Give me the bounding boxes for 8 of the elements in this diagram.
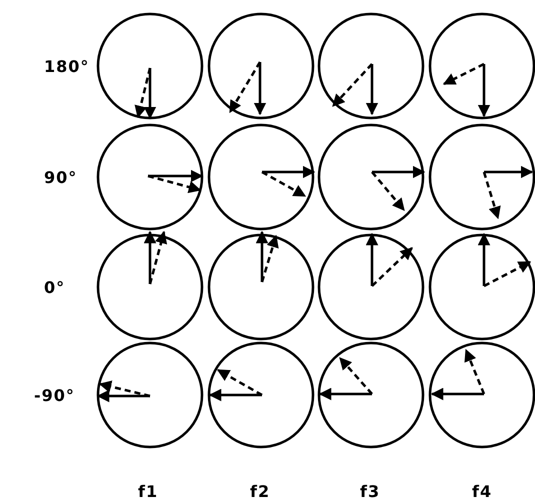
frequency-label: f1 bbox=[138, 482, 158, 501]
phase-label: 180° bbox=[44, 57, 90, 76]
frequency-label: f4 bbox=[472, 482, 492, 501]
phase-label: 0° bbox=[44, 278, 66, 297]
phase-label: -90° bbox=[34, 386, 75, 405]
frequency-label: f2 bbox=[250, 482, 270, 501]
frequency-label: f3 bbox=[360, 482, 380, 501]
phase-label: 90° bbox=[44, 168, 78, 187]
